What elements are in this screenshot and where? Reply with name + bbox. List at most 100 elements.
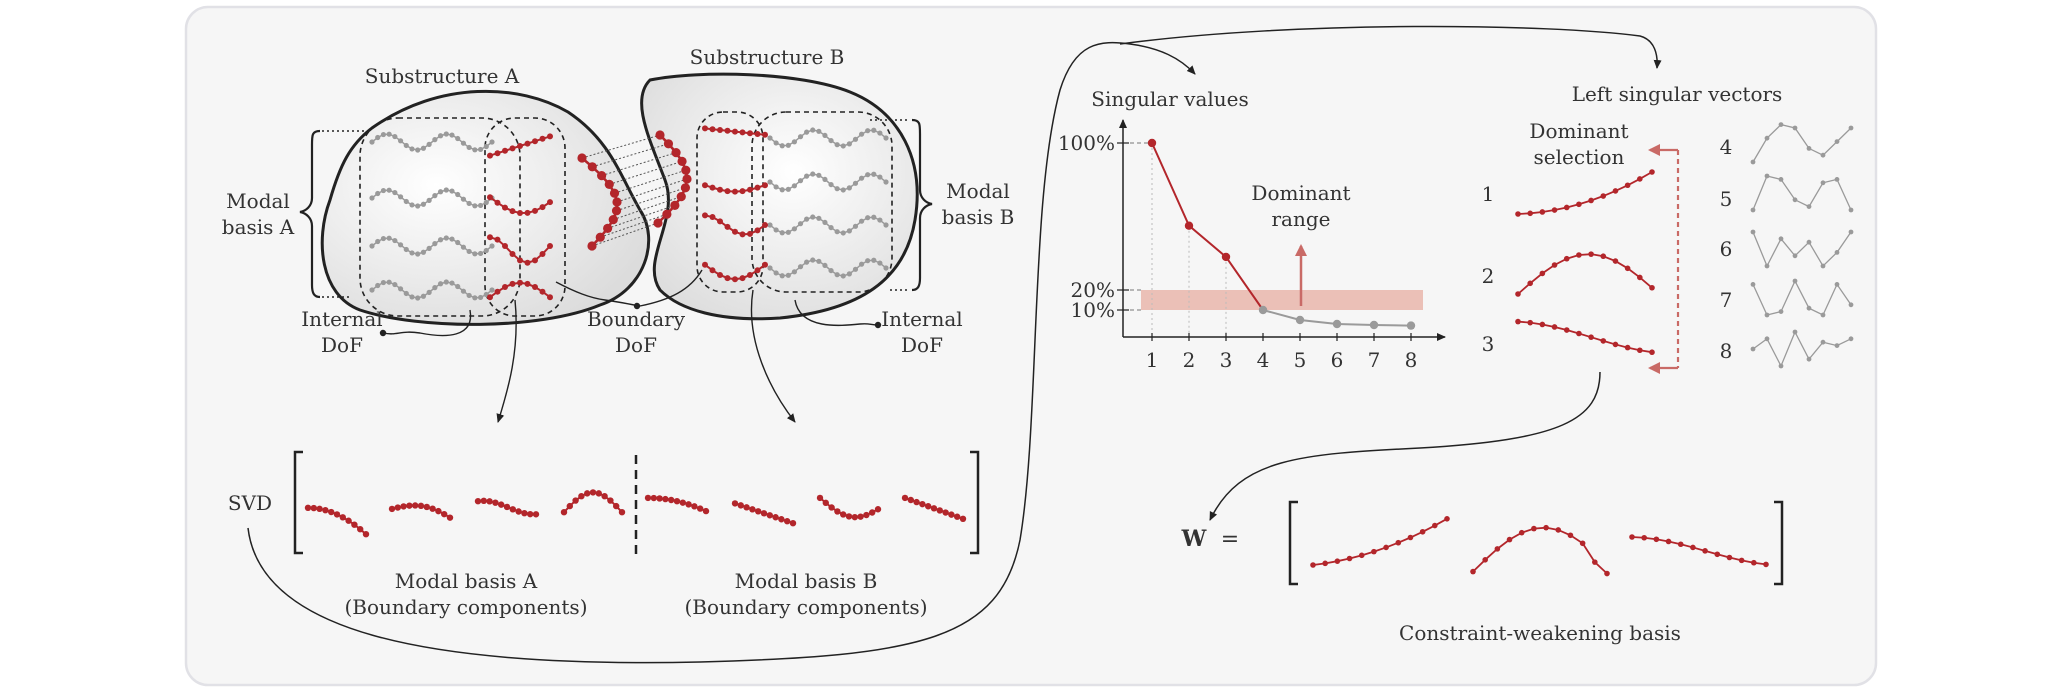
substructure-a-boundary-mode-4 xyxy=(487,279,553,301)
substructure-a-boundary-mode-2 xyxy=(487,194,553,217)
interface-link xyxy=(616,187,686,212)
w-bracket-right xyxy=(1774,500,1784,586)
substructure-a-internal-mode-2 xyxy=(369,187,495,209)
boundary-pointer xyxy=(555,281,641,307)
flow-svd-to-analysis xyxy=(247,41,1196,664)
substructure-a-internal-mode-3 xyxy=(369,235,495,257)
boundary-dofs-b xyxy=(653,130,692,228)
w-matrix xyxy=(1288,500,1784,586)
modal-basis-a-label-2: basis A xyxy=(222,215,295,239)
svd-curves xyxy=(304,489,967,538)
svd-bracket-right xyxy=(970,450,980,555)
dominant-vector-2 xyxy=(1515,251,1655,297)
modal-basis-a-brace xyxy=(299,129,372,299)
singular-value-point xyxy=(1369,320,1379,330)
vector-index-8: 8 xyxy=(1720,339,1733,363)
y-tick-label: 20% xyxy=(1071,278,1115,302)
arrow-a-to-svd xyxy=(496,299,517,423)
singular-value-point xyxy=(1332,319,1342,329)
x-tick-label: 7 xyxy=(1368,348,1381,372)
interface-link xyxy=(609,160,683,185)
dominant-selection-label-1: Dominant xyxy=(1529,119,1628,143)
x-tick-label: 2 xyxy=(1183,348,1196,372)
non-dominant-vector-5 xyxy=(1750,173,1854,213)
vector-index-5: 5 xyxy=(1720,187,1733,211)
svd-matrix xyxy=(293,450,980,555)
non-dominant-vector-8 xyxy=(1750,329,1854,369)
substructure-b-internal-mode-4 xyxy=(767,257,889,279)
internal-dof-a-label-1: Internal xyxy=(301,307,382,331)
arrow-b-to-svd xyxy=(750,289,796,423)
flow-arrows xyxy=(247,25,1662,664)
modal-basis-b-label-1: Modal xyxy=(946,179,1010,203)
modal-basis-a-label-1: Modal xyxy=(226,189,290,213)
svd-column-4 xyxy=(560,489,626,516)
substructure-b-title: Substructure B xyxy=(690,45,845,69)
svd-column-8 xyxy=(901,494,967,522)
interface-link xyxy=(592,143,669,168)
w-column-3 xyxy=(1629,534,1769,568)
svd-column-7 xyxy=(816,494,882,521)
internal-b-pointer xyxy=(794,299,879,327)
x-tick-label: 5 xyxy=(1294,348,1307,372)
y-tick-labels: 100%20%10% xyxy=(1058,131,1129,322)
svd-column-2 xyxy=(388,502,454,521)
singular-value-point xyxy=(1406,321,1416,330)
dominant-selection-label-2: selection xyxy=(1534,145,1625,169)
svd-column-6 xyxy=(731,500,797,527)
singular-value-point xyxy=(1295,315,1305,325)
modal-basis-b-brace xyxy=(870,118,933,292)
svd-column-3 xyxy=(474,497,540,518)
interface-link xyxy=(601,152,677,177)
y-tick-label: 100% xyxy=(1058,131,1115,155)
w-equals: = xyxy=(1221,527,1239,552)
substructure-a-internal-mode-4 xyxy=(369,279,495,301)
singular-value-point xyxy=(1221,252,1231,262)
w-column-2 xyxy=(1470,524,1610,577)
substructure-a xyxy=(320,89,651,326)
substructure-b-boundary-mode-3 xyxy=(702,212,768,238)
substructure-a-internal-mode-1 xyxy=(369,131,495,153)
substructure-a-boundary-mode-1 xyxy=(487,133,553,159)
flow-vectors-to-w xyxy=(1209,371,1601,521)
dominant-vector-1 xyxy=(1515,169,1655,217)
svd-basis-b-caption-2: (Boundary components) xyxy=(685,595,928,619)
substructure-b-boundary-mode-4 xyxy=(702,261,768,283)
internal-dof-a-label-2: DoF xyxy=(321,333,363,357)
x-tick-label: 1 xyxy=(1146,348,1159,372)
substructure-b-boundary-mode-2 xyxy=(702,182,768,195)
modal-basis-b-label-2: basis B xyxy=(942,205,1015,229)
non-dominant-vector-7 xyxy=(1750,278,1854,318)
dominant-range-label-2: range xyxy=(1271,207,1330,231)
singular-value-point xyxy=(1258,305,1268,315)
boundary-dofs-a xyxy=(577,153,622,251)
dominant-vector-3 xyxy=(1515,318,1655,356)
substructure-b-boundary-region xyxy=(696,111,764,293)
singular-vector-curves xyxy=(1515,122,1854,369)
w-bracket-left xyxy=(1288,500,1298,586)
non-dominant-vector-4 xyxy=(1750,122,1854,165)
substructure-a-boundary-region xyxy=(484,117,566,317)
singular-value-point xyxy=(1147,138,1157,148)
svd-column-1 xyxy=(304,504,370,538)
interface-link xyxy=(581,134,661,159)
substructure-b-internal-region xyxy=(751,111,893,293)
w-column-1 xyxy=(1310,516,1450,568)
substructure-b-boundary-mode-1 xyxy=(702,125,768,138)
vector-index-6: 6 xyxy=(1720,237,1733,261)
svd-basis-a-caption-2: (Boundary components) xyxy=(345,595,588,619)
dominant-band xyxy=(1141,290,1423,310)
interface-dofs xyxy=(577,130,692,251)
x-tick-label: 3 xyxy=(1220,348,1233,372)
dominant-range-label-1: Dominant xyxy=(1251,181,1350,205)
vector-index-1: 1 xyxy=(1482,182,1495,206)
svd-column-5 xyxy=(644,494,710,515)
w-symbol: W xyxy=(1181,526,1207,552)
vector-index-4: 4 xyxy=(1720,135,1733,159)
internal-dof-b-label-1: Internal xyxy=(881,307,962,331)
boundary-pointer-b xyxy=(639,269,703,307)
dof-pointers xyxy=(379,269,882,423)
dominant-selection-bracket xyxy=(1648,144,1680,374)
svd-bracket-left xyxy=(293,450,303,555)
